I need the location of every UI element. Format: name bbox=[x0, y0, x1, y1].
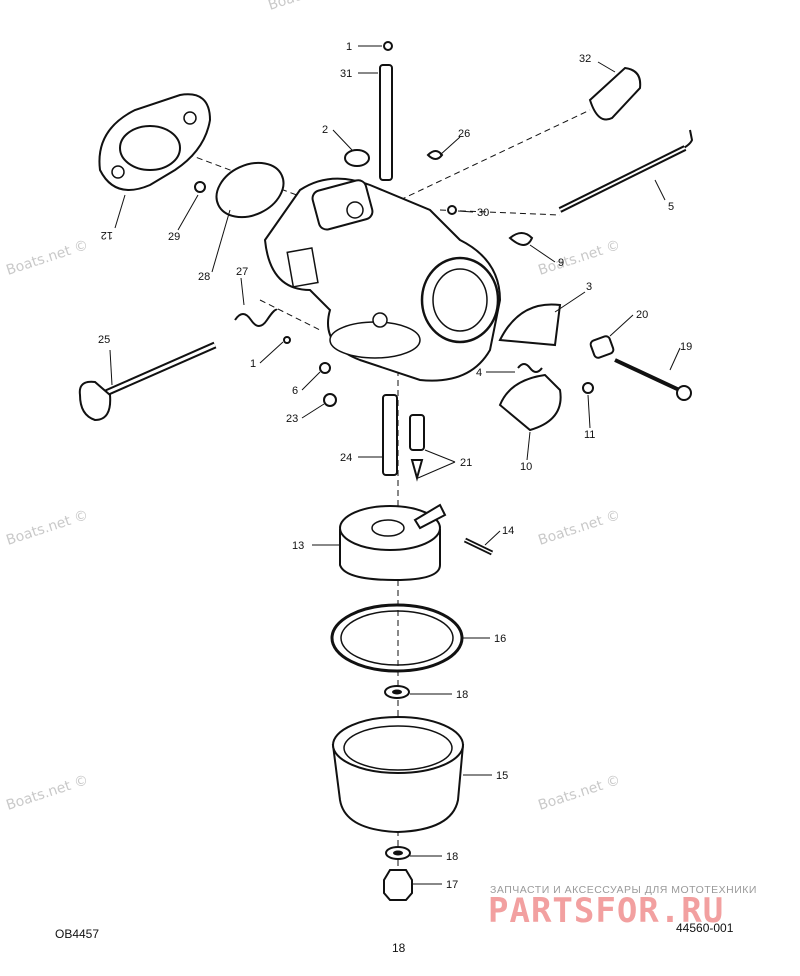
brand-logo: PARTSFOR.RU bbox=[488, 891, 724, 931]
springs-shafts bbox=[78, 308, 337, 422]
brand-watermark: ЗАПЧАСТИ И АКСЕССУАРЫ ДЛЯ МОТОТЕХНИКИ PA… bbox=[488, 884, 757, 931]
callout-label: 11 bbox=[584, 429, 595, 441]
carburetor-body-part bbox=[263, 177, 502, 382]
callout-label: 26 bbox=[458, 128, 470, 140]
diagram-code: OB4457 bbox=[55, 927, 99, 941]
callout-label: 6 bbox=[292, 385, 298, 397]
choke-parts bbox=[498, 303, 692, 432]
callout-label: 4 bbox=[476, 367, 482, 379]
callout-label: 10 bbox=[520, 461, 532, 473]
callout-label: 32 bbox=[579, 53, 591, 65]
callout-label: 1 bbox=[250, 358, 256, 370]
callout-label: 27 bbox=[236, 266, 248, 278]
footer: OB4457 18 44560-001 bbox=[55, 921, 734, 955]
callout-label: 29 bbox=[168, 231, 180, 243]
watermark: Boats.net © bbox=[266, 0, 352, 14]
small-parts bbox=[194, 41, 694, 246]
callout-label: 20 bbox=[636, 309, 648, 321]
watermark: Boats.net © bbox=[4, 772, 90, 814]
leader-lines bbox=[109, 45, 681, 885]
washer-part bbox=[384, 685, 410, 699]
part-reference: 44560-001 bbox=[676, 921, 734, 935]
watermark: Boats.net © bbox=[4, 237, 90, 279]
throttle-plate-part bbox=[215, 161, 285, 219]
callout-label: 18 bbox=[456, 689, 468, 701]
callout-label: 3 bbox=[586, 281, 592, 293]
callout-label: 19 bbox=[680, 341, 692, 353]
needles bbox=[382, 394, 425, 482]
callout-label: 9 bbox=[558, 257, 564, 269]
callout-label: 23 bbox=[286, 413, 298, 425]
watermark: Boats.net © bbox=[536, 507, 622, 549]
watermark: Boats.net © bbox=[536, 772, 622, 814]
callout-label: 31 bbox=[340, 68, 352, 80]
callout-labels: 1 31 2 26 32 5 30 12 29 28 27 9 3 20 19 … bbox=[98, 41, 692, 891]
callout-label: 5 bbox=[668, 201, 674, 213]
callout-label: 18 bbox=[446, 851, 458, 863]
callout-label: 2 bbox=[322, 124, 328, 136]
watermark: Boats.net © bbox=[4, 507, 90, 549]
callout-label: 14 bbox=[502, 525, 514, 537]
callout-label: 13 bbox=[292, 540, 304, 552]
float-bowl-part bbox=[331, 716, 465, 834]
callout-label: 1 bbox=[346, 41, 352, 53]
gasket-part bbox=[98, 93, 212, 191]
callout-label: 15 bbox=[496, 770, 508, 782]
bottom-fasteners bbox=[383, 846, 413, 901]
page-number: 18 bbox=[392, 941, 406, 955]
float-part bbox=[339, 503, 494, 582]
callout-label: 24 bbox=[340, 452, 352, 464]
callout-label: 12 bbox=[101, 229, 113, 241]
callout-label: 30 bbox=[477, 207, 489, 219]
callout-label: 17 bbox=[446, 879, 458, 891]
callout-label: 21 bbox=[460, 457, 472, 469]
gasket-ring-part bbox=[330, 603, 464, 673]
callout-label: 16 bbox=[494, 633, 506, 645]
brand-caption: ЗАПЧАСТИ И АКСЕССУАРЫ ДЛЯ МОТОТЕХНИКИ bbox=[490, 884, 757, 896]
callout-label: 25 bbox=[98, 334, 110, 346]
callout-label: 28 bbox=[198, 271, 210, 283]
